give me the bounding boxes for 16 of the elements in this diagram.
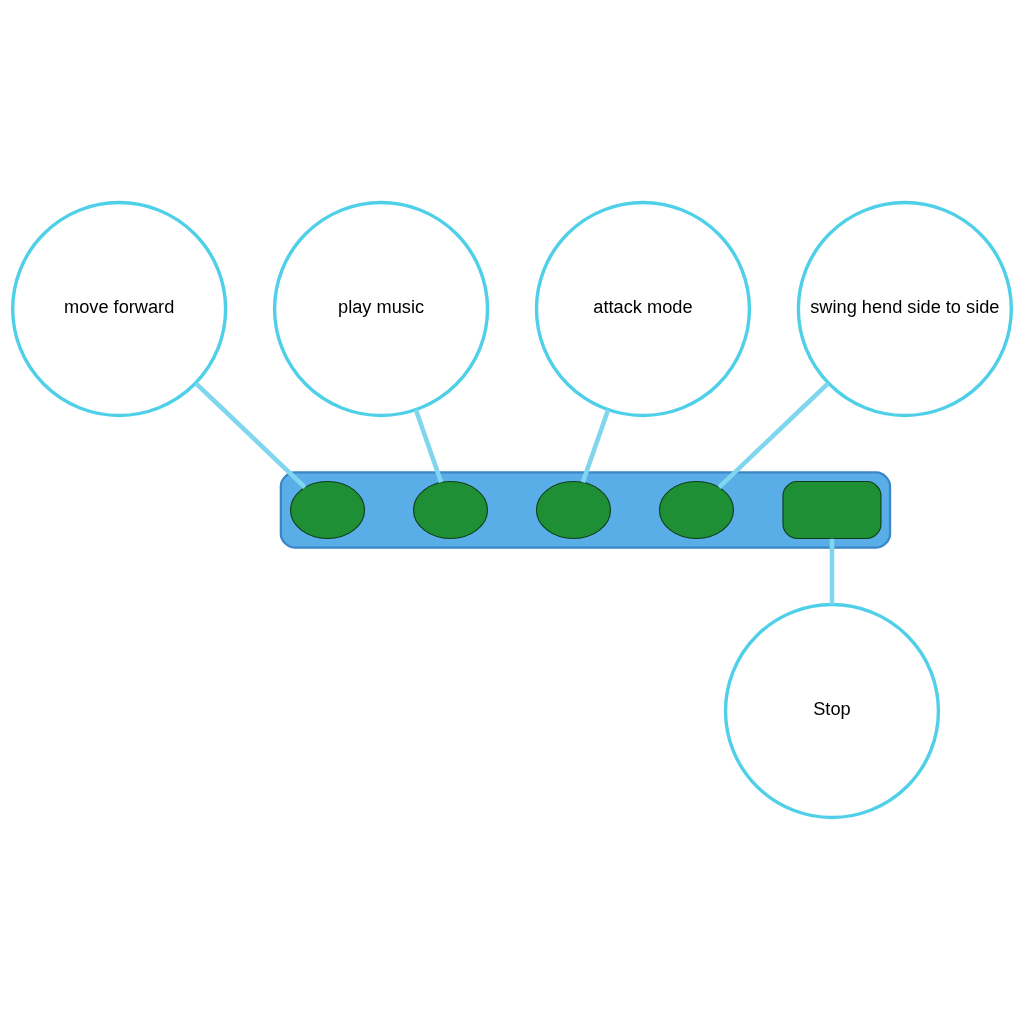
connector: [413, 409, 444, 483]
node-circle: play music: [272, 200, 490, 418]
node-ellipse: [535, 480, 612, 540]
node-ellipse: [412, 480, 489, 540]
node-box: [782, 480, 882, 540]
node-circle: Stop: [723, 602, 941, 820]
node-circle: move forward: [11, 200, 228, 418]
node-ellipse: [658, 480, 735, 540]
connector: [829, 538, 835, 605]
node-circle: swing hend side to side: [796, 200, 1013, 418]
node-circle: attack mode: [534, 200, 752, 418]
connector: [580, 409, 611, 483]
cluster: [279, 471, 892, 549]
connector: [194, 381, 307, 489]
connector: [717, 381, 830, 489]
node-ellipse: [289, 480, 366, 540]
